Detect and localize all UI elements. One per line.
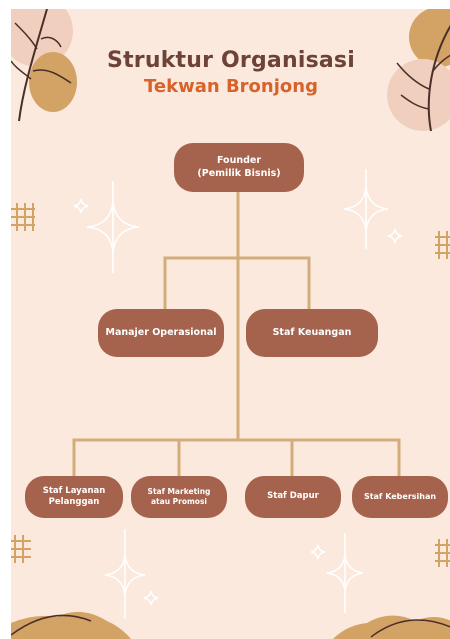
node-staf-layanan-pelanggan: Staf Layanan Pelanggan [25,476,123,518]
node-staf-kebersihan: Staf Kebersihan [352,476,448,518]
page-subtitle: Tekwan Bronjong [144,76,318,97]
crosshatch-left-bottom [11,535,31,563]
node-founder: Founder (Pemilik Bisnis) [174,143,304,192]
bottom-right-mound [333,615,450,639]
bottom-right-arc [370,619,450,638]
crosshatch-left-top [11,203,35,231]
crosshatch-right-top [435,231,450,259]
page-title: Struktur Organisasi [107,48,355,73]
leaf-branch-top-right [387,9,450,132]
node-staf-keuangan: Staf Keuangan [246,309,378,357]
bottom-left-arc [11,614,92,636]
node-staf-marketing: Staf Marketing atau Promosi [131,476,227,518]
node-manajer-operasional: Manajer Operasional [98,309,224,357]
sparkle-icon [143,590,159,606]
sparkle-icon [310,544,326,560]
leaf-branch-top-left [11,9,77,122]
org-chart-poster: Struktur Organisasi Tekwan Bronjong Foun… [11,9,450,639]
decorations [11,9,450,639]
sparkle-icon [387,228,403,244]
crosshatch-right-bottom [435,539,450,567]
node-staf-dapur: Staf Dapur [245,476,341,518]
org-connectors [72,190,401,478]
sparkle-icon [73,198,89,214]
